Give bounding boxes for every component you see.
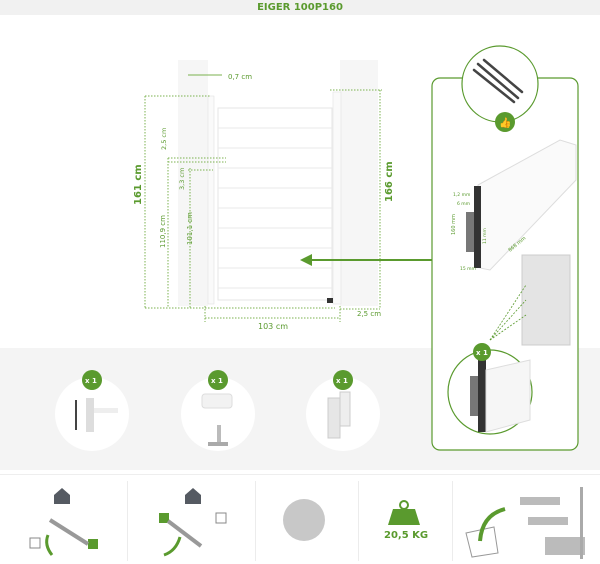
hinge-kit-quantity: x 1 [85,377,97,385]
dim-top-gap: 2,5 cm [160,128,168,150]
weight-icon [388,500,420,525]
right-post [340,60,378,306]
dim-profile-thickness-top: 1,2 mm [453,192,470,198]
features-icons [29,487,585,559]
color-swatch-icon [283,499,325,541]
dim-post-gap: 0,7 cm [228,73,252,81]
accessory-gate-stop: x 1 [181,370,255,451]
thumbs-up-glyph-icon: 👍 [499,116,511,129]
divider [358,481,359,561]
dim-profile-inner: 11 mm [482,228,488,244]
packaging-icon [465,487,585,559]
divider [452,481,453,561]
page-title: EIGER 100P160 [0,0,600,15]
dim-width: 103 cm [258,322,288,331]
quantity-badge-bg [473,343,491,361]
opening-inward-icon [29,488,98,556]
features-row: 20,5 KG [0,474,600,564]
board-tongue [466,212,474,252]
board-edge [474,186,481,268]
gate-diagram: 0,7 cm 161 cm 166 cm 2,5 cm 3,3 cm 110,9… [55,45,579,451]
dim-ground-gap: 2,5 cm [357,310,381,318]
divider [127,481,128,561]
accessory-hinge-kit: x 1 [55,370,129,451]
arrow-head-icon [300,254,312,266]
dim-profile-depth: 15 mm [460,266,476,272]
dim-latch-height: 101,1 cm [186,212,194,245]
divider [255,481,256,561]
weight-label: 20,5 KG [384,530,429,541]
detail-tongue [470,376,478,416]
assembled-boards-image [521,254,571,346]
hinge-post-strip [207,95,215,305]
dim-profile-height: 160 mm [451,214,457,235]
dimension-lines [144,89,382,322]
profile-quantity-badge: x 1 [476,349,488,357]
dim-middle-gap: 3,3 cm [178,168,186,190]
dim-profile-groove: 6 mm [457,201,470,207]
gate-panel [217,107,333,303]
dim-right-height: 166 cm [384,161,395,202]
pens-icon [472,58,524,104]
latch-post-strip [332,91,342,305]
detail-edge [478,360,486,432]
opening-outward-icon [159,488,227,557]
left-post [178,60,208,306]
latch-quantity: x 1 [336,377,348,385]
detail-board [485,359,531,433]
accessory-latch: x 1 [306,370,380,451]
gate-stop-quantity: x 1 [211,377,223,385]
pointer-lines [489,284,527,341]
thumbs-up-icon [495,112,515,132]
dim-left-height: 161 cm [133,164,144,205]
dim-hinge-height: 110,9 cm [159,215,167,248]
